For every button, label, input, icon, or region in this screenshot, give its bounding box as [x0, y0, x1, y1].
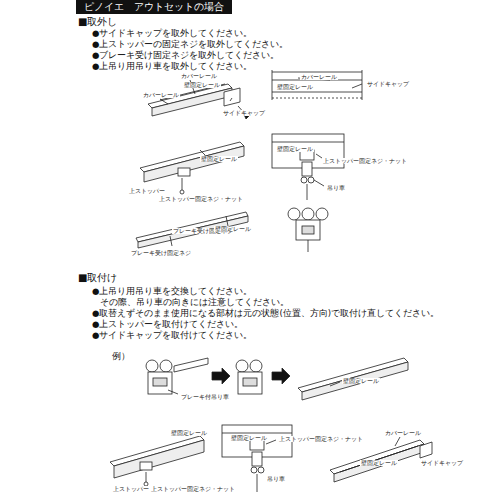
part-label: カバーレール — [142, 92, 180, 98]
part-label: 壁固定レール — [360, 460, 398, 466]
part-label: 壁固定レール — [170, 430, 208, 436]
part-label: サイドキャップ — [366, 81, 410, 87]
instruction: ●上吊り用吊り車を取外してください。 — [92, 62, 252, 72]
part-label: 壁固定レール — [183, 82, 221, 88]
example-label: 例） — [112, 352, 130, 362]
part-label: 上ストッパー固定ネジ・ナット — [150, 486, 236, 492]
header-band: ピノイエ アウトセットの場合 — [76, 0, 232, 14]
part-label: カバーレール — [180, 73, 218, 79]
part-label: サイドキャップ — [420, 460, 464, 466]
instruction: ●ブレーキ受け固定ネジを取外してください。 — [92, 51, 279, 61]
part-label: カバーレール — [384, 430, 422, 436]
part-label: 壁固定レール — [214, 226, 252, 232]
part-label: 上ストッパー — [128, 188, 166, 194]
instruction: ●サイドキャップを取付けてください。 — [92, 331, 252, 341]
part-label: 壁固定レール — [230, 435, 268, 441]
section-heading: ■取付け — [78, 272, 117, 284]
part-label: 上ストッパー — [112, 486, 150, 492]
part-label: 壁固定レール — [342, 378, 380, 384]
part-label: ブレーキ付吊り車 — [180, 394, 230, 400]
part-label: 吊り車 — [266, 476, 286, 482]
part-label: 上ストッパー固定ネジ・ナット — [158, 196, 244, 202]
section-heading: ■取外し — [78, 16, 117, 28]
instruction: ●取替えずそのまま使用になる部材は元の状態(位置、方向)で取付け直してください。 — [92, 309, 439, 319]
part-label: カバーレール — [300, 74, 338, 80]
part-label: 上ストッパー固定ネジ・ナット — [278, 436, 364, 442]
part-label: サイドキャップ — [222, 110, 266, 116]
instruction: ●サイドキャップを取外してください。 — [92, 29, 252, 39]
part-label: 壁固定レール — [200, 156, 238, 162]
instruction: その際、吊り車の向きには注意してください。 — [100, 298, 289, 308]
instruction: ●上ストッパーの固定ネジを取外してください。 — [92, 40, 288, 50]
part-label: 吊り車 — [326, 185, 346, 191]
part-label: ブレーキ受け固定ネジ — [130, 250, 192, 256]
part-label: 壁固定レール — [276, 146, 314, 152]
instruction: ●上吊り用吊り車を交換してください。 — [92, 287, 252, 297]
part-label: 上ストッパー固定ネジ・ナット — [322, 158, 408, 164]
part-label: 壁固定レール — [276, 84, 314, 90]
instruction: ●上ストッパーを取付けてください。 — [92, 320, 243, 330]
